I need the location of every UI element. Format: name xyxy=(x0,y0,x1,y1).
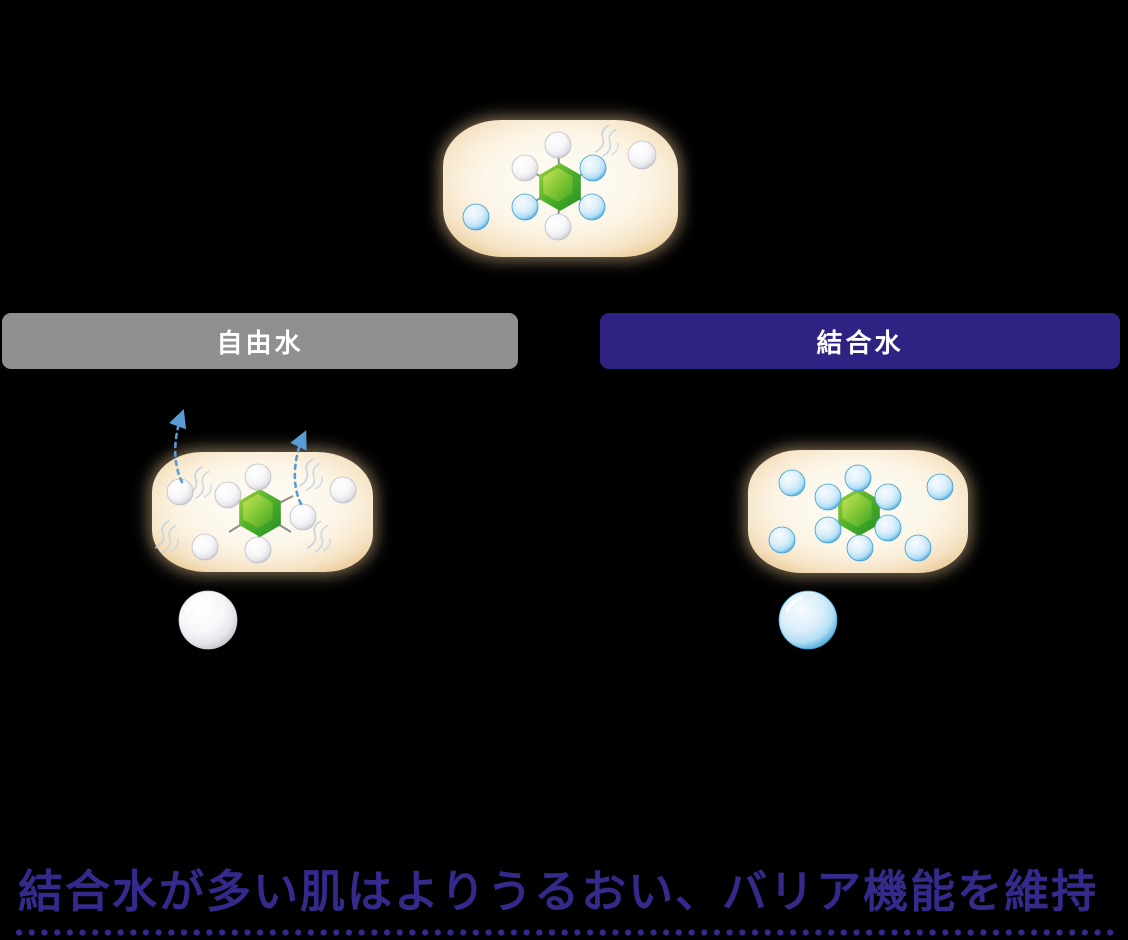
steam-squiggle-icon xyxy=(154,519,185,557)
free-water-label: 自由水 xyxy=(216,327,304,358)
bound-water-spheres xyxy=(462,154,607,231)
molecule-hexagon-icon xyxy=(239,489,281,537)
bound-water-molecule-illustration xyxy=(768,464,954,562)
steam-squiggle-icon xyxy=(298,457,329,495)
skin-cell-top xyxy=(443,120,678,257)
bound-water-spheres xyxy=(768,464,954,562)
headline-text: 結合水が多い肌はよりうるおい、バリア機能を維持 xyxy=(18,866,1099,917)
skin-cell-free-water xyxy=(152,452,373,572)
water-molecule-mixed-illustration xyxy=(462,123,657,241)
molecule-hexagon-icon xyxy=(539,163,581,211)
steam-squiggle-icon xyxy=(594,123,625,161)
dotted-divider xyxy=(16,929,1114,936)
free-water-banner: 自由水 xyxy=(2,313,518,369)
bound-water-label: 結合水 xyxy=(816,327,904,358)
free-water-spheres xyxy=(511,131,657,241)
bound-water-banner: 結合水 xyxy=(600,313,1120,369)
molecule-hexagon-icon xyxy=(838,488,880,536)
skin-cell-bound-water xyxy=(748,450,968,573)
free-water-spheres xyxy=(166,463,357,564)
bound-water-sphere-large xyxy=(778,590,838,650)
free-water-sphere-large xyxy=(178,590,238,650)
free-water-molecule-illustration xyxy=(154,457,357,564)
